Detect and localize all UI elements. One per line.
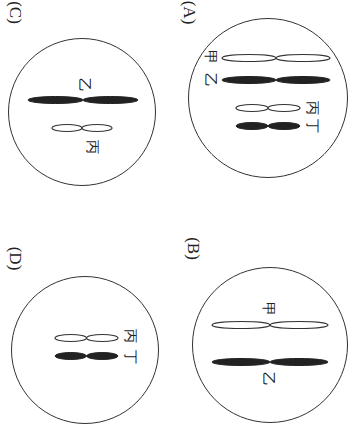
chromosome-label: 乙 — [78, 78, 92, 92]
cell-circle: (D)丙丁 — [11, 276, 159, 424]
panel-label: (D) — [7, 246, 24, 270]
panel-label: (C) — [6, 1, 23, 24]
chromosome-label: 甲 — [262, 302, 276, 316]
cell-circle: (A)甲乙丙丁 — [188, 18, 348, 178]
cell-circle: (B)甲乙 — [192, 267, 348, 423]
chromosome-label: 乙 — [204, 73, 218, 87]
chromosome-label: 丁 — [306, 119, 320, 133]
chromosome-label: 丙 — [86, 140, 100, 154]
panel-label: (A) — [181, 0, 198, 24]
chromosome-label: 甲 — [204, 50, 218, 64]
chromosome-label: 丙 — [124, 329, 138, 343]
chromosome-label: 丁 — [124, 350, 138, 364]
chromosome-label: 乙 — [262, 372, 276, 386]
chromosome-label: 丙 — [306, 101, 320, 115]
cell-circle: (C)乙丙 — [8, 38, 156, 186]
panel-label: (B) — [184, 237, 201, 260]
